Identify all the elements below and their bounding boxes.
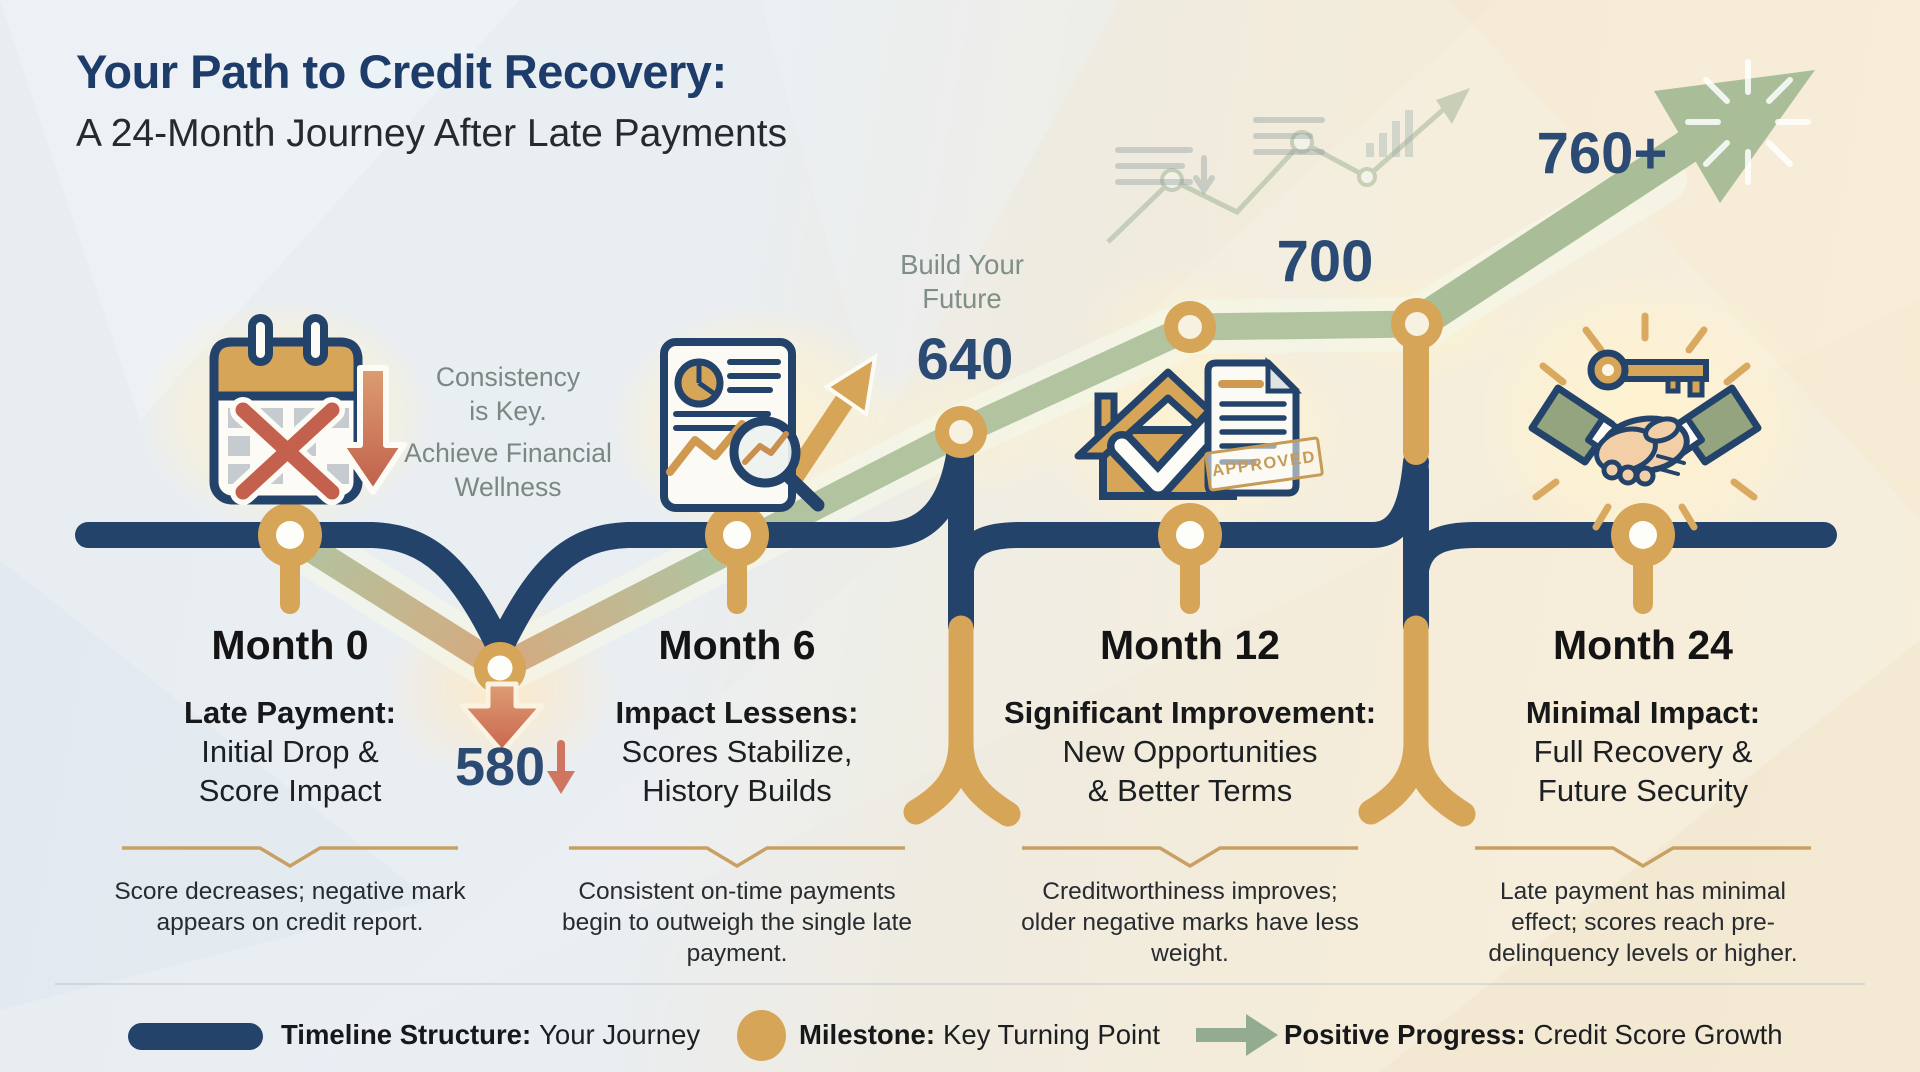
- milestone-line: & Better Terms: [1087, 773, 1293, 808]
- score-label-700: 700: [1276, 229, 1374, 294]
- milestone-column-m24: Month 24 Minimal Impact: Full Recovery &…: [1443, 622, 1843, 810]
- milestone-heading: Impact Lessens:: [615, 695, 859, 730]
- note-line: Consistency: [435, 362, 581, 392]
- key-icon: [1587, 349, 1709, 398]
- milestone-gold-structure: [258, 298, 1675, 827]
- caption-text: Score decreases; negative mark appears o…: [114, 878, 466, 936]
- gold-up-arrow: [785, 352, 878, 485]
- page-subtitle: A 24-Month Journey After Late Payments: [76, 112, 788, 155]
- milestone-marker-m6: [705, 503, 769, 567]
- score-label-760: 760+: [1536, 121, 1668, 186]
- caption-text: Late payment has minimal effect; scores …: [1488, 878, 1798, 967]
- legend-progress: Positive Progress:Credit Score Growth: [1284, 1019, 1783, 1051]
- build-future-note: Build Your Future: [862, 248, 1062, 316]
- score-drop-arrow: [459, 681, 545, 755]
- section-dividers: [122, 846, 1811, 868]
- month-label: Month 0: [211, 622, 369, 668]
- legend-desc: Key Turning Point: [942, 1019, 1161, 1050]
- legend-arrow-swatch: [1196, 1014, 1278, 1056]
- red-x-mark: [230, 397, 345, 505]
- milestone-caption-m6: Consistent on-time payments begin to out…: [537, 876, 937, 969]
- month-label: Month 24: [1553, 622, 1733, 668]
- milestone-marker-m12: [1158, 503, 1222, 567]
- milestone-caption-m0: Score decreases; negative mark appears o…: [90, 876, 490, 938]
- caption-text: Creditworthiness improves; older negativ…: [1021, 878, 1359, 967]
- milestone-line: History Builds: [642, 773, 832, 808]
- note-line: Future: [922, 283, 1002, 314]
- note-line: is Key.: [469, 396, 547, 426]
- handshake-icon: [1528, 312, 1762, 531]
- root-fork-left: [903, 615, 1021, 827]
- dip-marker: [474, 642, 526, 694]
- trend-zigzag: [666, 420, 746, 476]
- consistency-note: Consistency is Key. Achieve Financial We…: [398, 360, 618, 504]
- legend-term: Milestone:: [799, 1019, 935, 1050]
- magnifier-glyph: [729, 416, 825, 512]
- timeline-path: [75, 429, 1837, 661]
- calendar-down-arrow: [338, 365, 407, 495]
- milestone-line: Scores Stabilize,: [621, 734, 853, 769]
- clasped-hands: [1594, 415, 1690, 487]
- legend-desc: Your Journey: [539, 1019, 701, 1050]
- growth-arrowhead: [1654, 70, 1815, 203]
- credit-report-magnifier-icon: [660, 338, 878, 512]
- milestone-line: New Opportunities: [1062, 734, 1318, 769]
- rays: [1532, 312, 1758, 531]
- page-title: Your Path to Credit Recovery:: [76, 45, 727, 98]
- month-label: Month 12: [1100, 622, 1280, 668]
- milestone-line: Initial Drop &: [201, 734, 379, 769]
- milestone-column-m6: Month 6 Impact Lessens: Scores Stabilize…: [537, 622, 937, 810]
- root-fork-right: [1358, 615, 1476, 827]
- milestone-marker-m0: [258, 503, 322, 567]
- legend-milestone-swatch: [737, 1010, 786, 1061]
- score-node-700: [1164, 301, 1216, 353]
- milestone-line: Score Impact: [198, 773, 382, 808]
- milestone-line: Full Recovery &: [1533, 734, 1753, 769]
- caption-text: Consistent on-time payments begin to out…: [561, 878, 913, 967]
- legend-timeline-swatch: [128, 1023, 263, 1050]
- deco-trend-sketch: [1106, 88, 1470, 244]
- milestone-heading: Minimal Impact:: [1525, 695, 1761, 730]
- milestone-column-m12: Month 12 Significant Improvement: New Op…: [990, 622, 1390, 810]
- score-node-760: [1391, 298, 1443, 350]
- deco-starburst: [1685, 59, 1811, 185]
- legend-timeline: Timeline Structure:Your Journey: [281, 1019, 700, 1051]
- legend-divider: [55, 983, 1865, 985]
- note-line: Build Your: [900, 249, 1024, 280]
- milestone-caption-m24: Late payment has minimal effect; scores …: [1443, 876, 1843, 969]
- score-node-640: [935, 406, 987, 458]
- deco-bar-chart-icon: [1366, 110, 1413, 157]
- legend-term: Timeline Structure:: [281, 1019, 532, 1050]
- milestone-column-m0: Month 0 Late Payment: Initial Drop & Sco…: [90, 622, 490, 810]
- milestone-heading: Late Payment:: [184, 695, 396, 730]
- score-label-640: 640: [916, 327, 1014, 392]
- note-line: Wellness: [454, 472, 562, 502]
- score-label-580: 580: [454, 737, 546, 797]
- check-mark: [1107, 403, 1233, 499]
- milestone-line: Future Security: [1537, 773, 1749, 808]
- legend-milestone: Milestone:Key Turning Point: [799, 1019, 1160, 1051]
- month-label: Month 6: [658, 622, 816, 668]
- legend-desc: Credit Score Growth: [1533, 1019, 1783, 1050]
- deco-checklist-icons: [1115, 117, 1325, 196]
- milestone-heading: Significant Improvement:: [1003, 695, 1377, 730]
- small-down-arrow: [547, 740, 575, 794]
- calendar-late-payment-icon: [209, 314, 407, 505]
- milestone-caption-m12: Creditworthiness improves; older negativ…: [990, 876, 1390, 969]
- milestone-marker-m24: [1611, 503, 1675, 567]
- legend-term: Positive Progress:: [1284, 1019, 1526, 1050]
- note-line: Achieve Financial: [404, 438, 612, 468]
